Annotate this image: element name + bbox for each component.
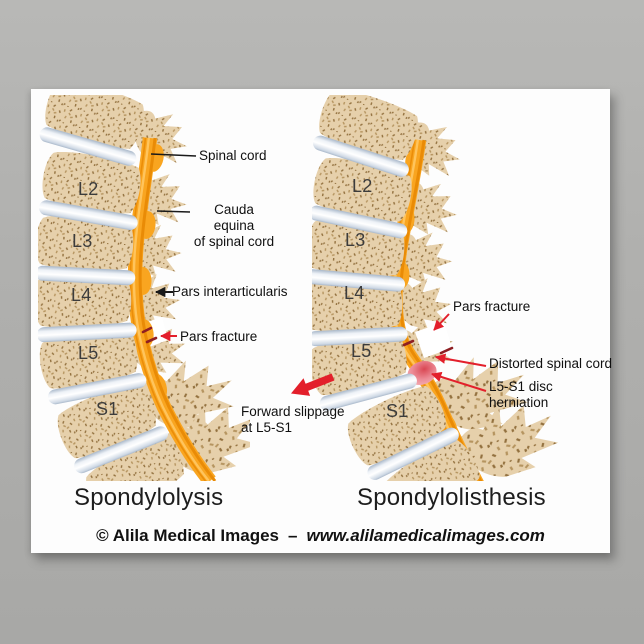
copyright-line: © Alila Medical Images–www.alilamedicali… [31, 526, 610, 546]
arrow-distorted-spinal-cord [434, 353, 487, 367]
vertebra-label-l3: L3 [72, 231, 93, 251]
right-diagram-title: Spondylolisthesis [357, 484, 546, 511]
label-forward-slippage: Forward slippage at L5-S1 [241, 404, 345, 436]
label-disc-herniation-line2: herniation [489, 395, 549, 410]
right-spine-illustration [312, 95, 559, 481]
label-pars-fracture-right: Pars fracture [453, 299, 531, 314]
label-distorted-spinal-cord: Distorted spinal cord [489, 356, 613, 371]
leader-cauda-equina [156, 210, 191, 213]
label-pars-fracture-left: Pars fracture [180, 329, 258, 344]
vertebra-label-l5: L5 [351, 341, 372, 361]
vertebra-label-l3: L3 [345, 230, 366, 250]
vertebra-label-l4: L4 [344, 283, 365, 303]
vertebra-label-l2: L2 [78, 179, 99, 199]
vertebra-label-s1: S1 [386, 401, 409, 421]
vertebra-label-s1: S1 [96, 399, 119, 419]
label-cauda-equina: Cauda equina of spinal cord [193, 202, 275, 250]
vertebra-label-l4: L4 [71, 285, 92, 305]
arrow-pars-fracture-right [433, 313, 450, 331]
vertebra-label-l5: L5 [78, 343, 99, 363]
vertebra-label-l2: L2 [352, 176, 373, 196]
label-forward-slippage-line2: at L5-S1 [241, 420, 293, 435]
arrow-disc-herniation [431, 371, 487, 392]
label-cauda-equina-line1: Cauda equina [213, 202, 255, 233]
website-text: www.alilamedicalimages.com [306, 526, 545, 545]
label-disc-herniation-line1: L5-S1 disc [489, 379, 553, 394]
leader-spinal-cord [150, 153, 197, 157]
left-spine-illustration [38, 95, 250, 481]
label-disc-herniation: L5-S1 disc herniation [489, 379, 553, 411]
separator-dash: – [288, 526, 298, 545]
left-diagram-title: Spondylolysis [74, 484, 224, 511]
label-spinal-cord: Spinal cord [199, 148, 267, 163]
arrow-forward-slippage [291, 373, 335, 396]
label-pars-interarticularis: Pars interarticularis [172, 284, 288, 299]
label-cauda-equina-line2: of spinal cord [193, 234, 275, 249]
copyright-text: © Alila Medical Images [96, 526, 280, 545]
label-forward-slippage-line1: Forward slippage [241, 404, 345, 419]
